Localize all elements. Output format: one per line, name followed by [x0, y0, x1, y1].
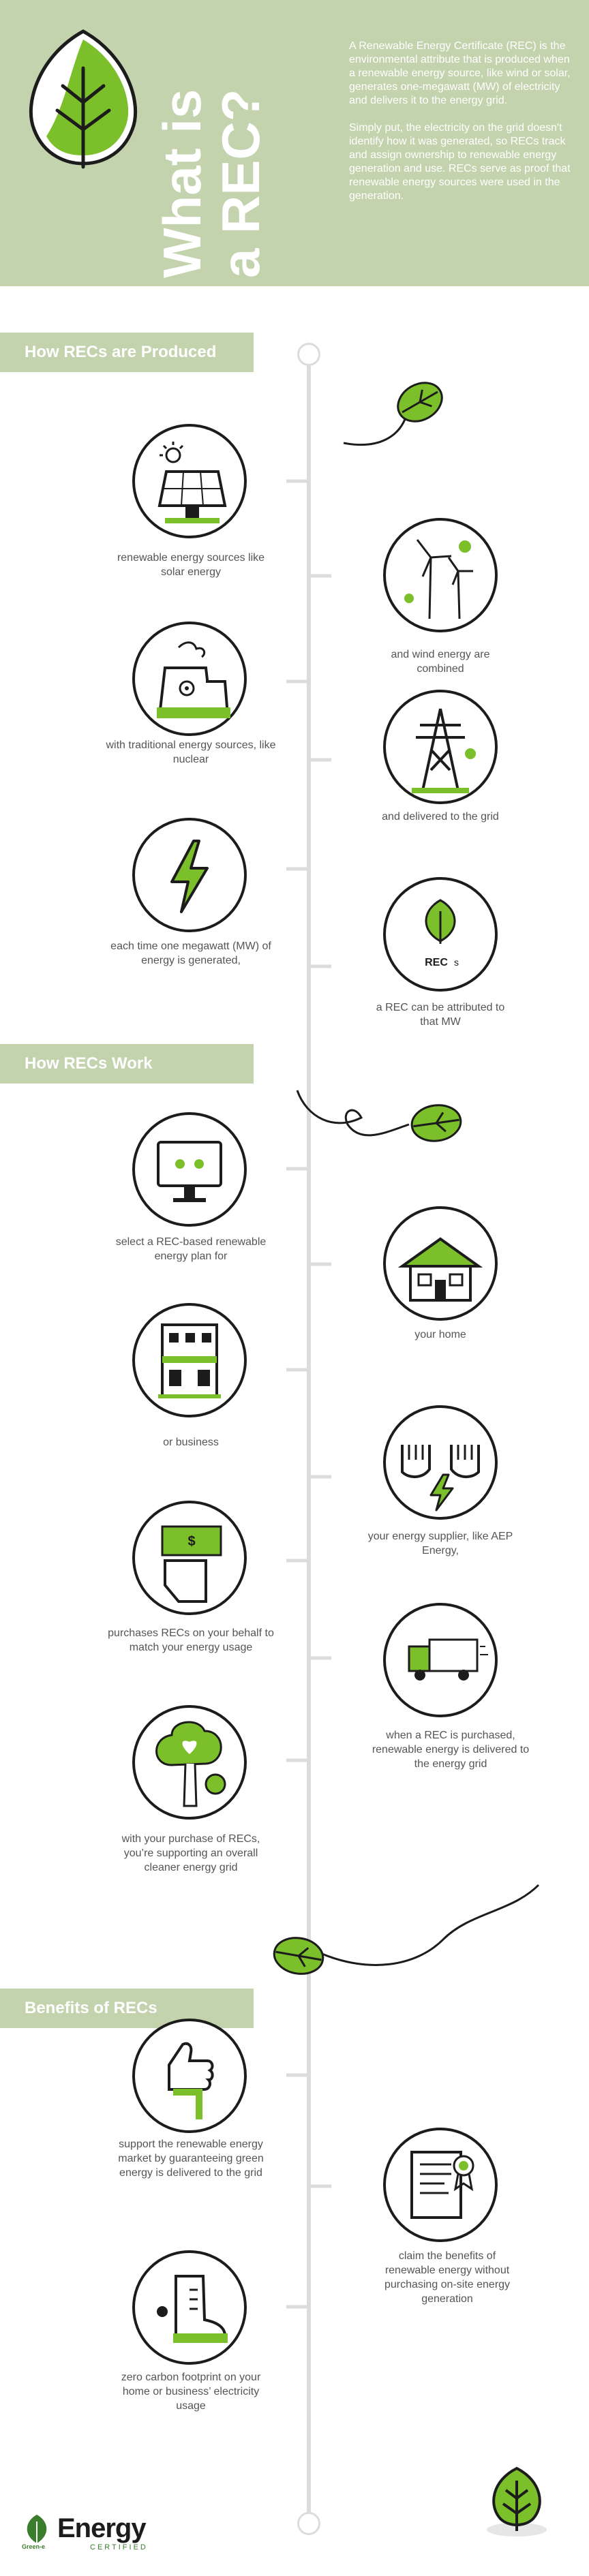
- section-header-benefits: Benefits of RECs: [0, 1989, 254, 2028]
- money-hand-icon: $: [132, 1501, 247, 1615]
- title-line-1: What is: [152, 89, 212, 278]
- intro-text: A Renewable Energy Certificate (REC) is …: [349, 40, 574, 217]
- leaf-logo-icon: [29, 29, 138, 169]
- tree-heart-icon: [132, 1705, 247, 1820]
- delivery-truck-icon: [383, 1603, 498, 1717]
- step-caption: select a REC-based renewable energy plan…: [115, 1236, 267, 1262]
- step-caption: each time one megawatt (MW) of energy is…: [110, 940, 271, 966]
- step-caption: and wind energy are combined: [391, 649, 490, 675]
- timeline-line: [307, 352, 311, 2517]
- rec-leaf-icon: REC s: [383, 877, 498, 992]
- footprint-boot-icon: [132, 2250, 247, 2365]
- hands-energy-icon: [383, 1405, 498, 1520]
- green-e-leaf-icon: [27, 2515, 47, 2543]
- computer-monitor-icon: [132, 1112, 247, 1227]
- title-line-2: a REC?: [211, 89, 267, 278]
- step-caption: when a REC is purchased, renewable energ…: [372, 1730, 530, 1770]
- timeline-dot-top: [297, 343, 320, 366]
- certificate-icon: [383, 2128, 498, 2242]
- page-title: What is a REC?: [151, 19, 271, 278]
- business-building-icon: [132, 1303, 247, 1417]
- step-caption: with your purchase of RECs, you’re suppo…: [121, 1833, 260, 1873]
- step-caption: with traditional energy sources, like nu…: [106, 739, 276, 765]
- thumbs-up-icon: [132, 2019, 247, 2133]
- step-caption: support the renewable energy market by g…: [118, 2138, 264, 2179]
- brand-small: Green-e: [22, 2543, 46, 2550]
- money-label: $: [187, 1534, 195, 1549]
- step-caption: a REC can be attributed to that MW: [376, 1002, 505, 1028]
- lightning-bolt-icon: [132, 818, 247, 932]
- decorative-leaf-icon: [487, 2466, 547, 2536]
- step-caption: or business: [163, 1437, 219, 1448]
- rec-label: REC: [425, 957, 448, 968]
- intro-paragraph-1: A Renewable Energy Certificate (REC) is …: [349, 40, 571, 106]
- intro-header: What is a REC? A Renewable Energy Certif…: [0, 0, 589, 286]
- brand-main: Energy: [57, 2513, 147, 2543]
- decorative-leaf-icon: [296, 1090, 462, 1142]
- home-icon: [383, 1206, 498, 1321]
- power-tower-icon: [383, 690, 498, 804]
- nuclear-plant-icon: [132, 622, 247, 736]
- solar-panel-icon: [132, 424, 247, 538]
- intro-paragraph-2: Simply put, the electricity on the grid …: [349, 122, 571, 202]
- section-header-produced: How RECs are Produced: [0, 333, 254, 372]
- step-caption: your energy supplier, like AEP Energy,: [367, 1531, 513, 1557]
- decorative-leaf-icon: [273, 1884, 540, 1975]
- decorative-leaf-icon: [343, 382, 443, 446]
- step-caption: claim the benefits of renewable energy w…: [384, 2250, 511, 2305]
- svg-text:s: s: [454, 957, 459, 968]
- section-header-work: How RECs Work: [0, 1044, 254, 1084]
- brand-sub: CERTIFIED: [90, 2543, 148, 2551]
- step-caption: and delivered to the grid: [382, 811, 499, 823]
- timeline-dot-bottom: [297, 2512, 320, 2535]
- step-caption: zero carbon footprint on your home or bu…: [121, 2372, 261, 2412]
- step-caption: purchases RECs on your behalf to match y…: [108, 1627, 274, 1653]
- wind-turbine-icon: [383, 518, 498, 632]
- step-caption: your home: [414, 1329, 466, 1340]
- step-caption: renewable energy sources like solar ener…: [117, 552, 265, 578]
